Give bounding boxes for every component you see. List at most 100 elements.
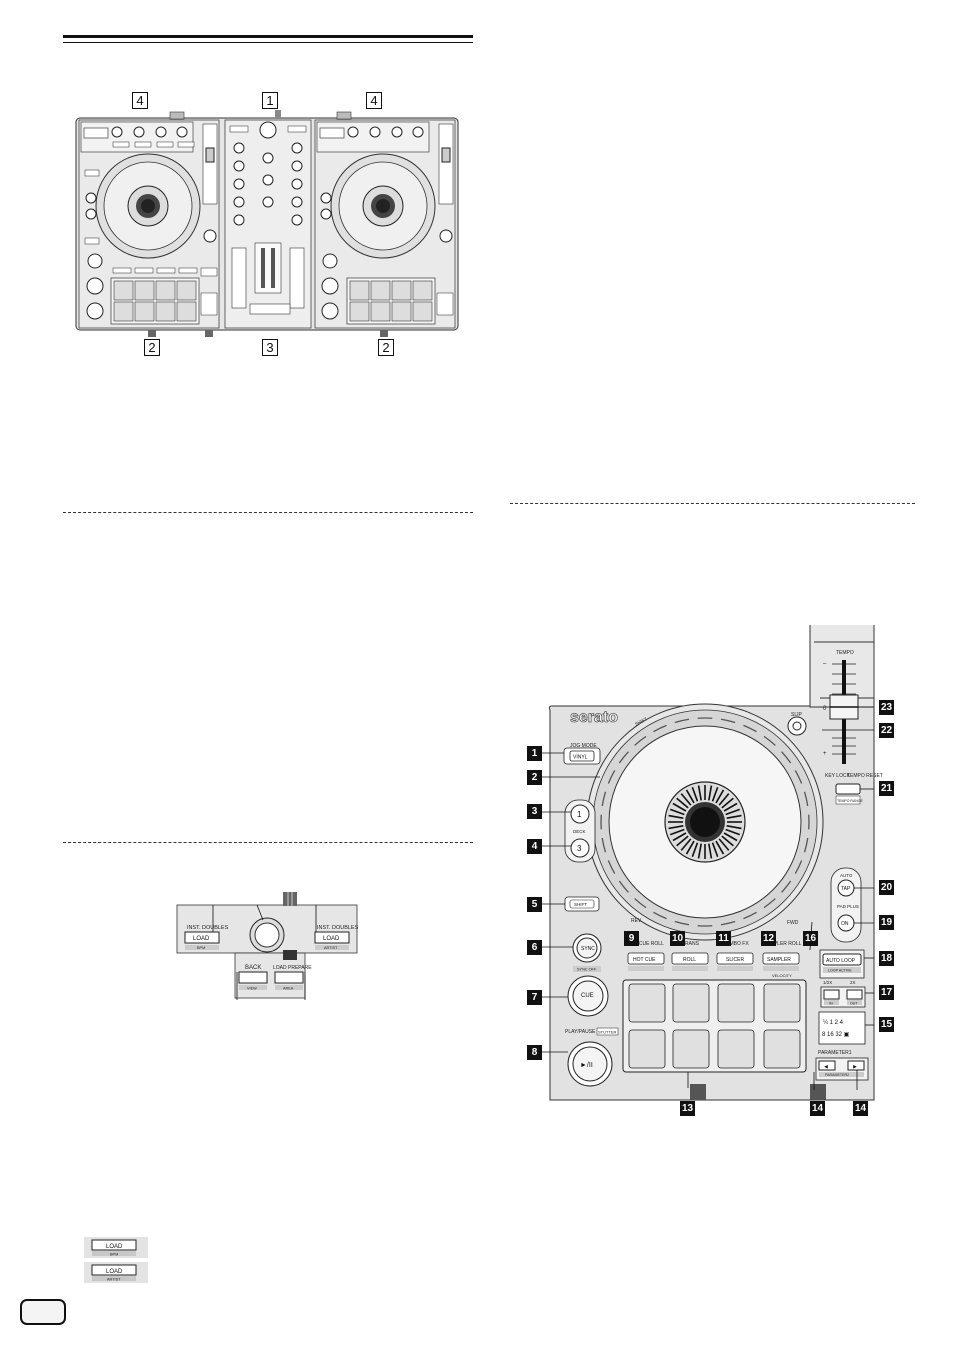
sampler-roll-label: SAMPLER ROLL [763,941,802,947]
jog-center-ridge [672,802,687,812]
section-separator-2 [63,842,473,843]
jog-center-ridge [723,832,738,842]
callout-22: 22 [879,723,894,738]
jog-center-ridge [726,814,742,819]
hot-cue-roll-label: HOT CUE ROLL [627,941,664,947]
jog-center-ridge [697,843,702,859]
jog-center-ridge [669,828,685,836]
key-lock-label: KEY LOCK [825,773,851,779]
slicer-button-label: SLICER [726,957,744,963]
jog-center-ridge [685,789,695,804]
jog-ridge [803,791,809,807]
page-language-badge [20,1299,66,1325]
jog-center-ridge [669,808,685,816]
jog-center-ridge [721,835,734,847]
callout-14-left: 14 [810,1101,825,1116]
callout-3: 3 [527,804,542,819]
vinyl-button-label: VINYL [573,755,588,761]
jog-center-ridge [691,786,699,802]
jog-center-ridge [718,793,730,806]
view-label: VIEW [247,987,257,991]
callout-14-right: 14 [853,1101,868,1116]
jog-ridge [743,724,757,733]
jog-center-ridge [726,825,742,830]
left-inst-doubles-label: INST. DOUBLES [187,925,229,931]
jog-center-ridge [715,840,725,855]
right-inst-doubles-label: INST. DOUBLES [317,925,359,931]
jog-ridge [720,718,736,724]
cue-button-label: CUE [581,993,594,999]
overview-label-4-left: 4 [132,92,148,109]
callout-9: 9 [624,931,639,946]
controller-overview-illustration [75,110,459,337]
callout-5: 5 [527,897,542,912]
tempo-range-label: TEMPO RANGE [837,799,864,803]
svg-text:–: – [823,661,827,667]
roll-button-label: ROLL [683,957,696,963]
callout-7: 7 [527,990,542,1005]
stutter-label: STUTTER [598,1030,617,1035]
velocity-label: VELOCITY [772,973,792,978]
callout-23: 23 [879,700,894,715]
jog-center-ridge [725,828,741,836]
jog-center-ridge [672,832,687,842]
parameter1-label: PARAMETER1 [818,1050,852,1056]
play-pause-label: PLAY/PAUSE [565,1029,596,1035]
legend-load-1: LOAD [106,1244,123,1250]
left-load-label: LOAD [193,936,210,942]
overview-label-3: 3 [262,339,278,356]
beat-row-1: ¼ 1 2 4 [823,1020,844,1026]
jog-center-ridge [708,785,713,801]
jog-center-ridge [668,825,684,830]
jog-ridge [763,898,776,909]
jog-ridge [794,860,803,874]
trans-label: TRANS [682,941,700,947]
jog-ridge [618,880,629,893]
jog-center-ridge [718,838,730,851]
jog-ridge [763,735,776,746]
header-rule-thin [63,42,473,43]
section-separator-1 [63,512,473,513]
jog-ridge [618,751,629,764]
jog-center-ridge [691,842,699,858]
slip-label: SLIP [791,712,803,718]
jog-center-ridge [685,840,695,855]
hot-cue-button-label: HOT CUE [633,957,656,963]
jog-ridge [674,718,690,724]
jog-center-ridge [676,835,689,847]
legend-load-2: LOAD [106,1269,123,1275]
back-label: BACK [245,965,261,971]
callout-18: 18 [879,951,894,966]
tempo-label: TEMPO [836,650,854,656]
callout-2: 2 [527,770,542,785]
callout-8: 8 [527,1045,542,1060]
shift-button-label: SHIFT [574,902,587,907]
right-load-label: LOAD [323,936,340,942]
jog-center-ridge [668,814,684,819]
out-label: OUT [850,1002,858,1006]
callout-15: 15 [879,1017,894,1032]
jog-ridge [634,898,647,909]
jog-ridge [601,791,607,807]
parameter2-label: PARAMETER2 [825,1073,849,1077]
deck-label: DECK [573,829,586,834]
loop-active-label: LOOP ACTIVE [828,969,852,973]
overview-label-1: 1 [262,92,278,109]
callout-1: 1 [527,746,542,761]
tempo-reset-label: TEMPO RESET [847,773,883,779]
fwd-label: FWD [787,920,799,926]
area-label: AREA [283,987,294,991]
sampler-button-label: SAMPLER [767,957,791,963]
jog-ridge [743,911,757,920]
legend-bpm: BPM [110,1252,118,1256]
jog-ridge [794,770,803,784]
jog-ridge [803,837,809,853]
callout-21: 21 [879,781,894,796]
svg-text:SHIFT: SHIFT [634,716,648,727]
callout-16: 16 [803,931,818,946]
half-label: 1/2X [823,980,832,985]
overview-label-4-right: 4 [366,92,382,109]
callout-11: 11 [716,931,731,946]
svg-text:◄: ◄ [823,1065,829,1071]
callout-6: 6 [527,940,542,955]
